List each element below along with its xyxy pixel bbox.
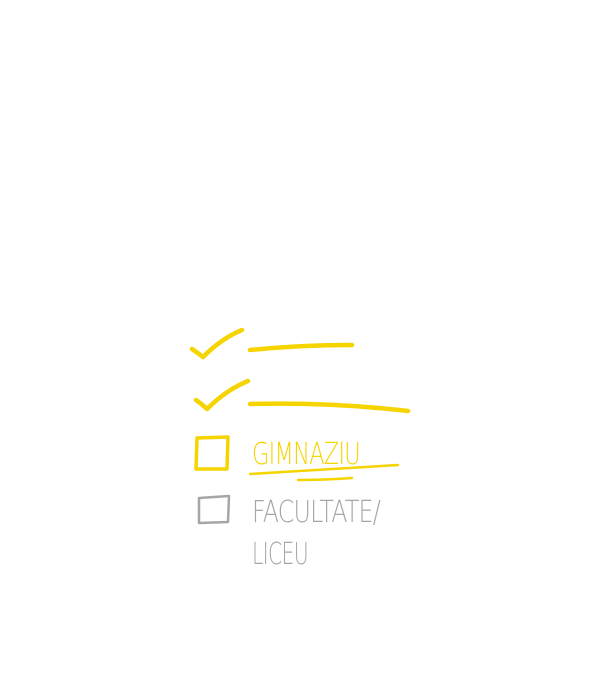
- item-label-gimnaziu: GIMNAZIU: [252, 437, 360, 472]
- checkbox-empty-icon: [197, 494, 231, 525]
- item-label-liceu: LICEU: [252, 537, 308, 572]
- label-underline: [248, 463, 400, 476]
- item-label-facultate: FACULTATE/: [252, 495, 381, 530]
- completed-line: [247, 342, 355, 353]
- completed-line: [247, 401, 411, 414]
- checklist-item-pending: FACULTATE/ LICEU: [197, 494, 382, 572]
- label-underline-accent: [296, 476, 354, 482]
- checklist-item-done-1: [189, 327, 355, 360]
- checkmark-icon: [193, 378, 251, 412]
- checkmark-icon: [189, 327, 245, 360]
- checklist-item-done-2: [193, 378, 411, 414]
- checklist-item-current: GIMNAZIU: [194, 435, 400, 482]
- checkbox-empty-icon: [194, 435, 230, 471]
